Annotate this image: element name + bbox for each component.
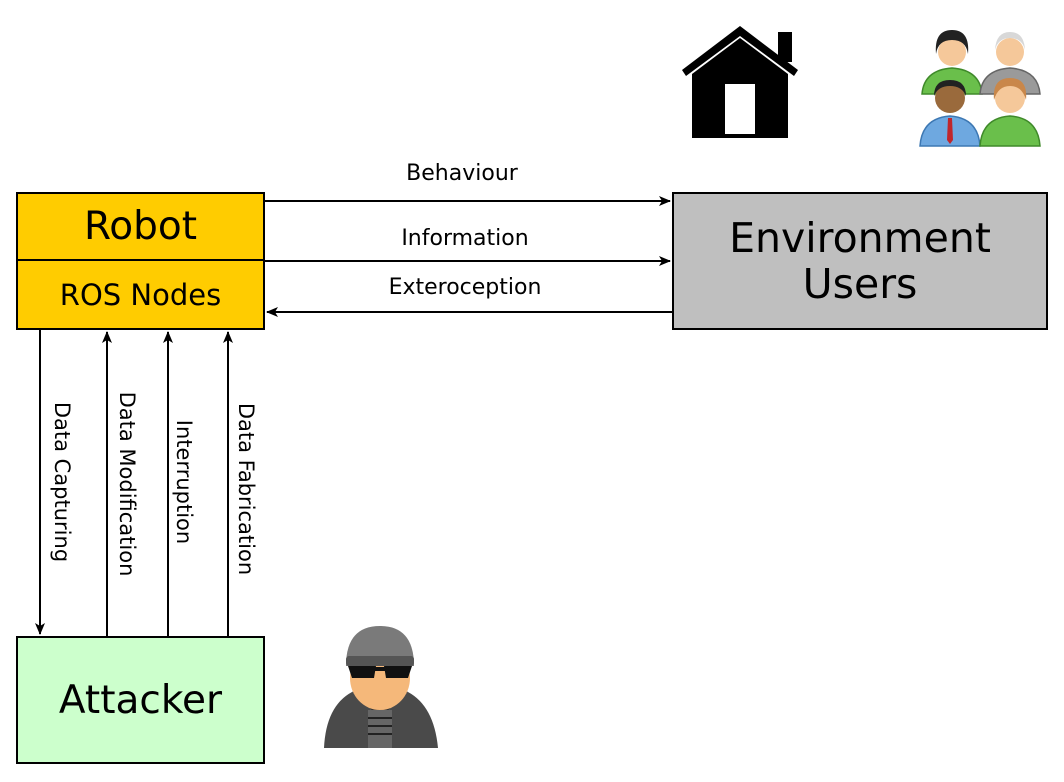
environment-users-box: Environment Users xyxy=(672,192,1048,330)
interruption-label: Interruption xyxy=(172,419,196,545)
data-fabrication-label: Data Fabrication xyxy=(234,402,258,576)
exteroception-label: Exteroception xyxy=(388,275,542,300)
data-modification-label: Data Modification xyxy=(115,391,139,577)
ros-nodes-label: ROS Nodes xyxy=(59,277,222,312)
information-label: Information xyxy=(401,226,529,251)
robot-title: Robot xyxy=(18,194,263,261)
users-group-icon xyxy=(919,30,1041,147)
robot-box: Robot ROS Nodes xyxy=(16,192,265,330)
attacker-label: Attacker xyxy=(58,677,223,723)
house-icon xyxy=(682,26,798,138)
environment-label: Environment xyxy=(729,214,991,262)
data-capturing-label: Data Capturing xyxy=(50,401,74,563)
hacker-icon xyxy=(324,626,438,748)
users-label: Users xyxy=(802,260,918,308)
behaviour-label: Behaviour xyxy=(406,161,518,186)
attacker-box: Attacker xyxy=(16,636,265,764)
